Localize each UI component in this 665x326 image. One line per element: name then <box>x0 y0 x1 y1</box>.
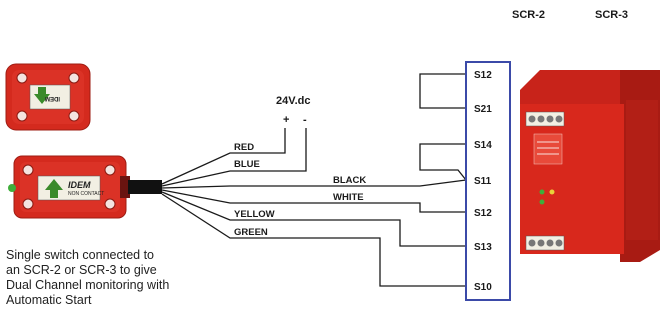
switch-icon <box>8 155 162 219</box>
wire-blue <box>161 128 307 187</box>
wire-white <box>161 189 466 213</box>
terminal-s14: S14 <box>474 140 492 151</box>
terminal-s13: S13 <box>474 242 492 253</box>
jumper-s12-s21 <box>419 73 466 109</box>
wire-label-black: BLACK <box>333 175 366 186</box>
power-label: 24V.dc <box>276 95 310 107</box>
wire-red <box>161 128 286 185</box>
jumper-s14-s11 <box>419 143 467 181</box>
wire-green <box>161 193 466 287</box>
wire-label-white: WHITE <box>333 192 364 203</box>
terminal-s12-top: S12 <box>474 70 492 81</box>
actuator-icon: IDEM <box>5 63 91 131</box>
wire-label-red: RED <box>234 142 254 153</box>
wire-label-blue: BLUE <box>234 159 260 170</box>
caption-line-2: an SCR-2 or SCR-3 to give <box>6 263 157 277</box>
wire-black <box>161 179 467 189</box>
power-plus: + <box>283 114 289 126</box>
wires <box>161 73 467 287</box>
terminal-s10: S10 <box>474 282 492 293</box>
svg-text:IDEM: IDEM <box>45 95 60 101</box>
wire-label-green: GREEN <box>234 227 268 238</box>
caption-line-1: Single switch connected to <box>6 248 155 262</box>
power-minus: - <box>303 114 307 126</box>
terminal-s12: S12 <box>474 208 492 219</box>
model-label-scr3: SCR-3 <box>595 9 628 21</box>
caption-line-3: Dual Channel monitoring with <box>6 278 170 292</box>
switch-brand-label: IDEM <box>68 180 91 190</box>
wire-label-yellow: YELLOW <box>234 209 275 220</box>
terminal-s11: S11 <box>474 176 492 187</box>
caption-line-4: Automatic Start <box>6 293 92 307</box>
terminal-s21: S21 <box>474 104 492 115</box>
safety-relay-icon <box>520 70 660 262</box>
caption: Single switch connected to an SCR-2 or S… <box>6 248 246 308</box>
terminal-block <box>465 61 511 301</box>
wire-yellow <box>161 191 466 247</box>
switch-subtitle-label: NON CONTACT <box>68 191 104 197</box>
model-label-scr2: SCR-2 <box>512 9 545 21</box>
